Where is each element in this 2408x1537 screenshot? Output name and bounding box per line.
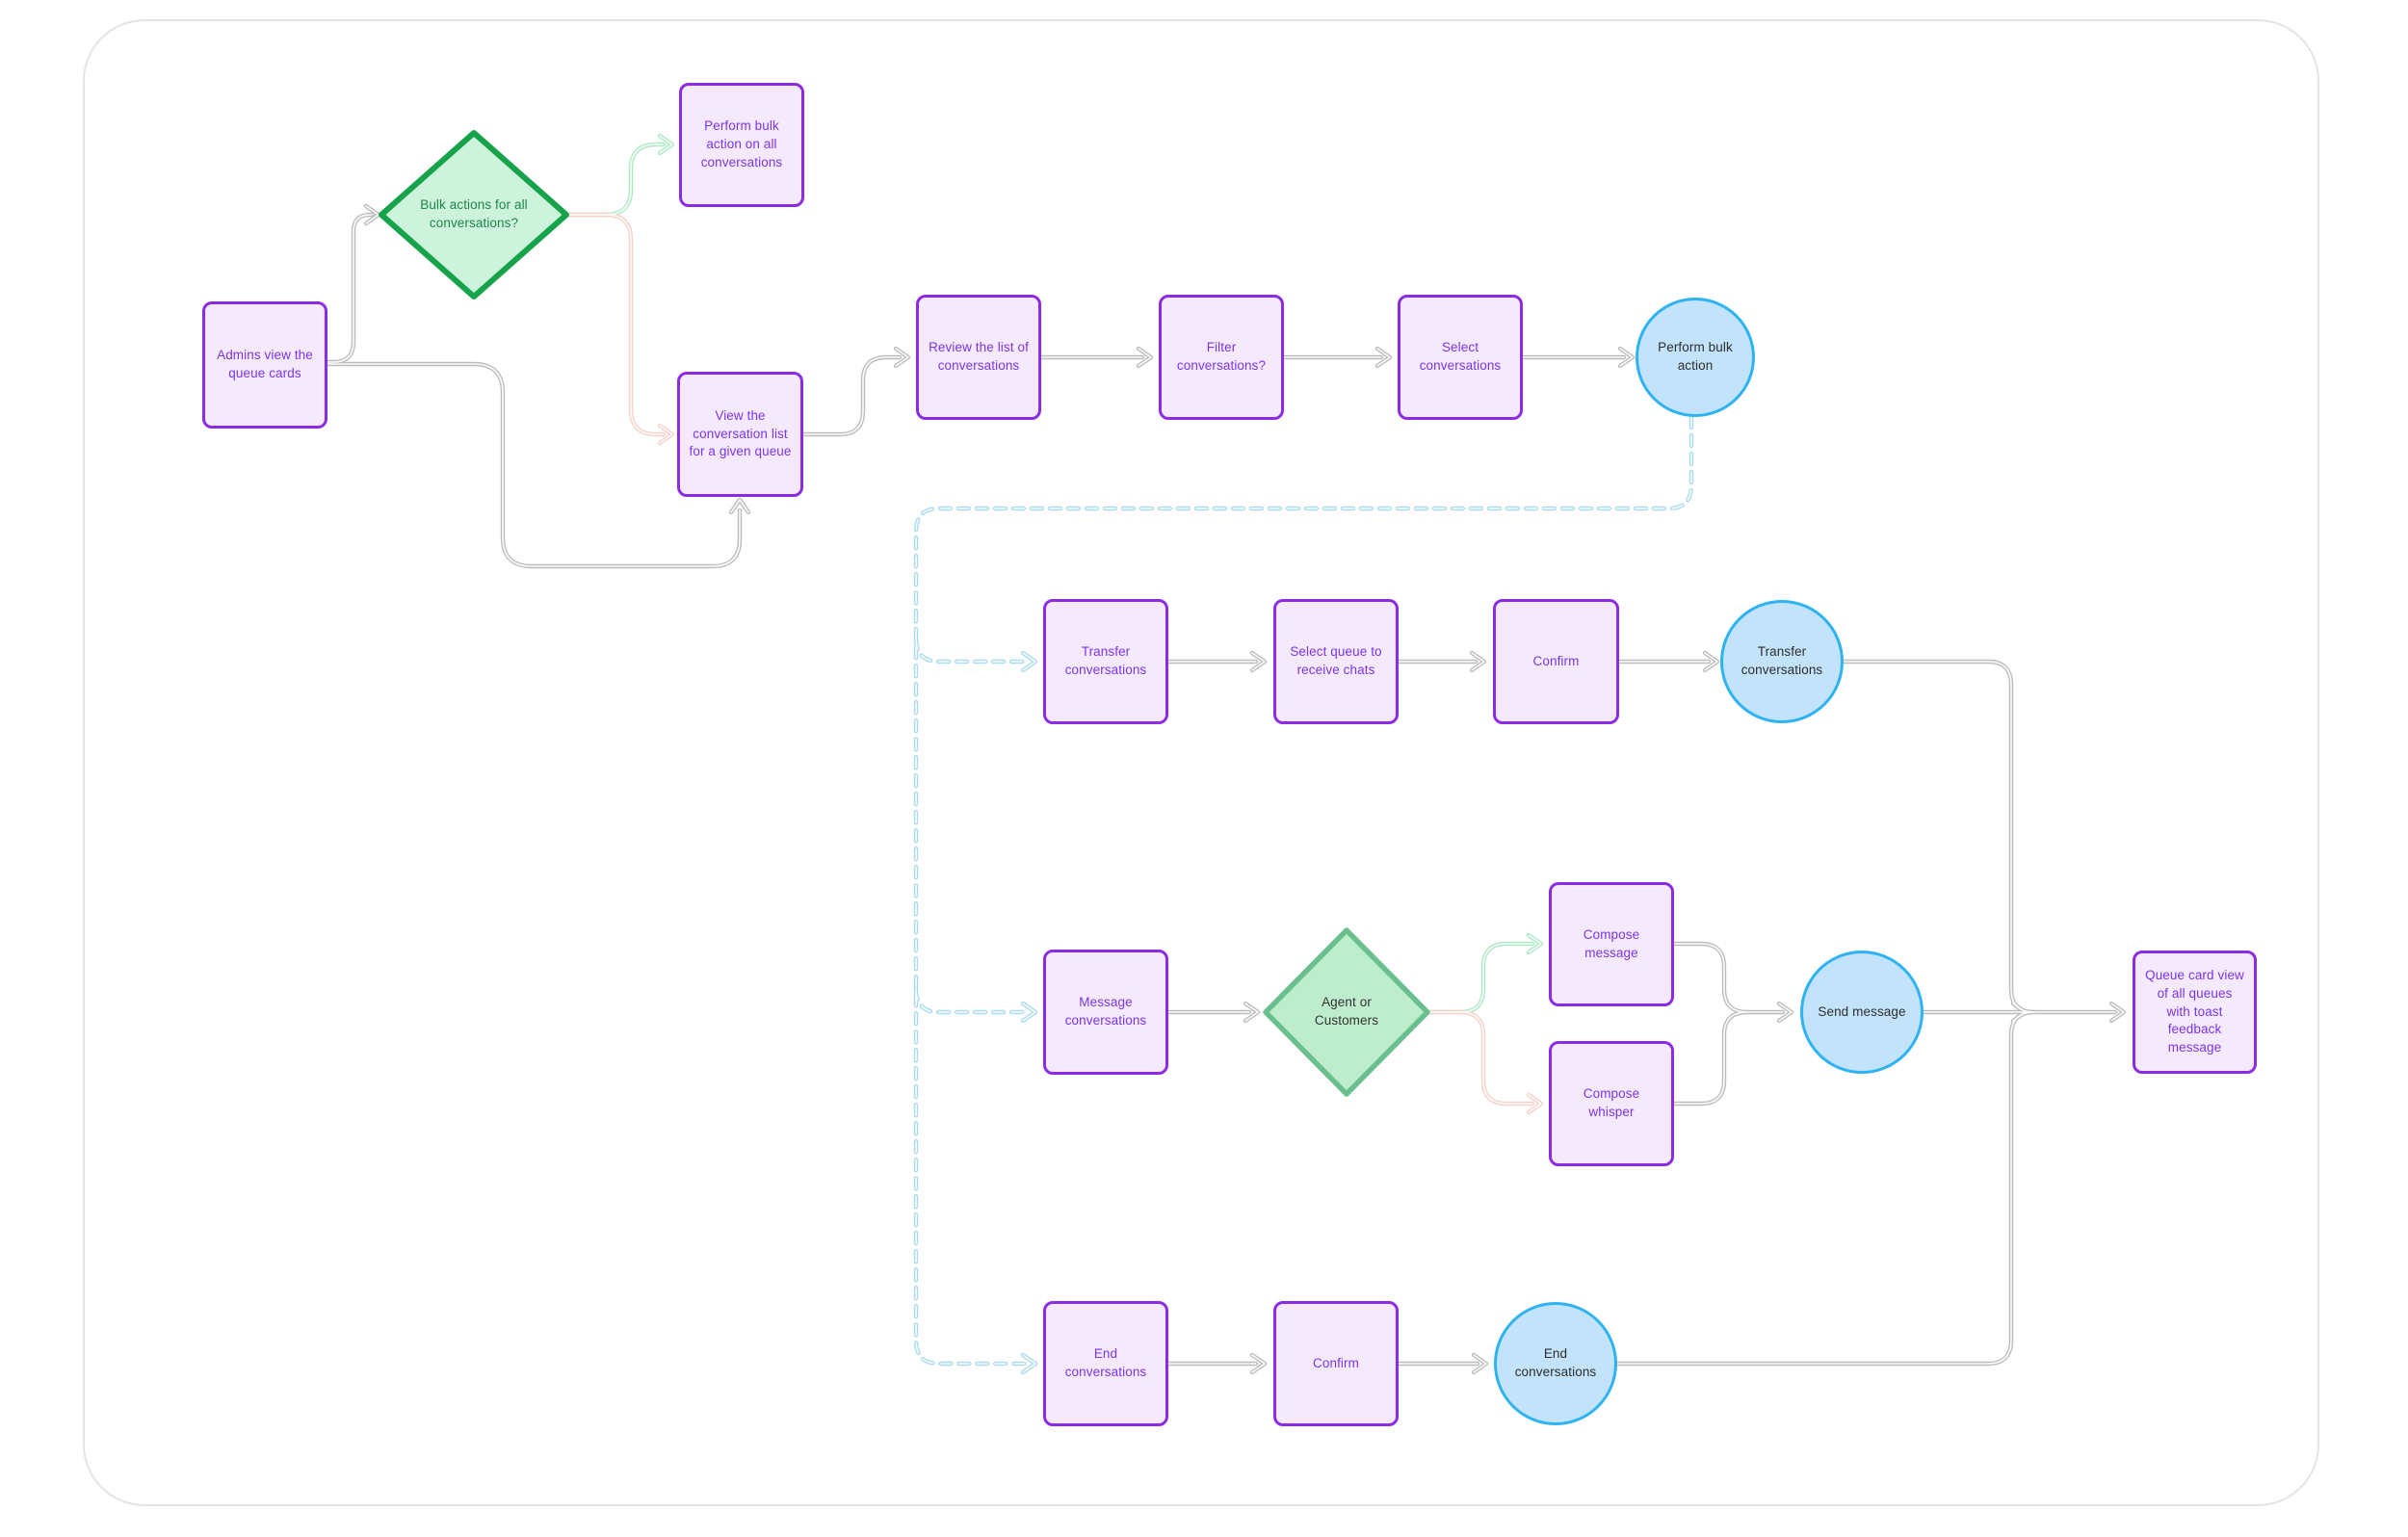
edge-perform-bulk-to-transfer-arrowhead: [1020, 650, 1038, 673]
node-perform-bulk-action-all-label: Perform bulk action on all conversations: [700, 118, 783, 169]
edge-admins-to-bulk-decision: [325, 212, 375, 365]
node-confirm-end[interactable]: Confirm: [1273, 1301, 1399, 1426]
edge-perform-bulk-to-message-arrowhead: [1020, 1001, 1038, 1024]
edge-agent-decision-to-compose-whisper: [1425, 1009, 1535, 1107]
node-select-conversations-label: Select conversations: [1419, 340, 1502, 373]
node-perform-bulk-action[interactable]: Perform bulk action: [1636, 298, 1755, 417]
edge-perform-bulk-to-transfer-branch: [913, 636, 1030, 664]
edge-end-done-to-junction: [1614, 1009, 2037, 1367]
node-review-list[interactable]: Review the list of conversations: [916, 295, 1041, 420]
edge-bulk-decision-to-perform-bulk-all: [563, 142, 667, 218]
node-select-conversations[interactable]: Select conversations: [1398, 295, 1523, 420]
node-admins-view-queue-cards-label: Admins view the queue cards: [217, 348, 313, 380]
edge-perform-bulk-to-message-branch: [913, 986, 1030, 1015]
edge-compose-message-to-merge: [1671, 941, 1750, 1015]
edge-bulk-decision-to-view-list: [563, 212, 667, 437]
node-confirm-end-label: Confirm: [1313, 1355, 1359, 1370]
node-end-conversations-label: End conversations: [1064, 1346, 1147, 1379]
node-select-queue-label: Select queue to receive chats: [1290, 644, 1382, 677]
node-filter-conversations-label: Filter conversations?: [1176, 340, 1267, 373]
node-queue-card-view-label: Queue card view of all queues with toast…: [2145, 967, 2244, 1055]
node-confirm-transfer[interactable]: Confirm: [1493, 599, 1619, 724]
node-compose-whisper[interactable]: Compose whisper: [1549, 1041, 1674, 1166]
node-review-list-label: Review the list of conversations: [929, 340, 1029, 373]
node-filter-conversations[interactable]: Filter conversations?: [1159, 295, 1284, 420]
node-transfer-done[interactable]: Transfer conversations: [1720, 600, 1844, 723]
node-transfer-conversations[interactable]: Transfer conversations: [1043, 599, 1168, 724]
edge-view-list-to-review: [800, 354, 903, 437]
node-compose-whisper-label: Compose whisper: [1583, 1086, 1640, 1119]
node-queue-card-view[interactable]: Queue card view of all queues with toast…: [2133, 951, 2257, 1074]
edge-compose-whisper-to-merge: [1671, 1009, 1750, 1107]
node-send-message[interactable]: Send message: [1800, 951, 1924, 1074]
node-select-queue[interactable]: Select queue to receive chats: [1273, 599, 1399, 724]
node-transfer-conversations-label: Transfer conversations: [1064, 644, 1147, 677]
node-compose-message[interactable]: Compose message: [1549, 882, 1674, 1006]
node-send-message-label: Send message: [1818, 1003, 1906, 1019]
node-transfer-done-label: Transfer conversations: [1741, 644, 1823, 677]
node-agent-or-customers-shape[interactable]: [1263, 927, 1430, 1097]
node-perform-bulk-action-all[interactable]: Perform bulk action on all conversations: [679, 83, 804, 207]
node-bulk-actions-decision-shape[interactable]: [379, 130, 569, 300]
node-end-done[interactable]: End conversations: [1494, 1302, 1617, 1425]
decision-shapes: [379, 130, 1430, 1097]
node-end-conversations[interactable]: End conversations: [1043, 1301, 1168, 1426]
node-message-conversations-label: Message conversations: [1064, 995, 1147, 1028]
node-end-done-label: End conversations: [1514, 1346, 1597, 1379]
node-view-conversation-list-label: View the conversation list for a given q…: [689, 407, 792, 459]
node-message-conversations[interactable]: Message conversations: [1043, 950, 1168, 1075]
node-admins-view-queue-cards[interactable]: Admins view the queue cards: [202, 301, 327, 429]
node-view-conversation-list[interactable]: View the conversation list for a given q…: [677, 372, 803, 497]
node-confirm-transfer-label: Confirm: [1532, 653, 1580, 668]
node-compose-message-label: Compose message: [1583, 926, 1640, 960]
node-perform-bulk-action-label: Perform bulk action: [1658, 340, 1733, 373]
